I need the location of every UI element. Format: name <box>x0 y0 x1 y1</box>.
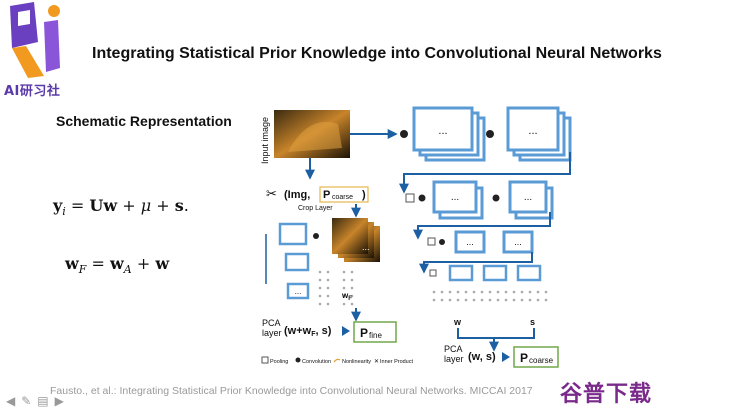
convolution-icon <box>400 130 408 138</box>
watermark: 谷普下载 <box>560 382 653 407</box>
slide-subtitle: Schematic Representation <box>56 113 232 129</box>
fc-dot-grid-left <box>318 270 354 306</box>
svg-text:Inner Product: Inner Product <box>380 359 413 365</box>
svg-text:layer: layer <box>262 328 282 338</box>
crop-function-prefix: (Img, <box>284 189 310 201</box>
conv-block-row4-2 <box>482 264 508 282</box>
arrow-right-icon[interactable]: ▶ <box>54 394 64 408</box>
svg-text:...: ... <box>362 242 370 252</box>
svg-text:Nonlinearity: Nonlinearity <box>342 359 371 365</box>
svg-text:coarse: coarse <box>529 356 554 365</box>
crop-layer-caption: Crop Layer <box>298 205 333 212</box>
pooling-icon <box>427 237 436 246</box>
input-image-label: Input image <box>260 117 270 164</box>
conv-block-row2-1: ... <box>432 180 484 220</box>
brand-logo <box>4 2 68 78</box>
convolution-icon <box>418 194 426 202</box>
convolution-icon <box>439 239 445 245</box>
svg-text:fine: fine <box>369 331 382 340</box>
node-s-right: s <box>530 317 535 327</box>
pencil-icon[interactable]: ✎ <box>21 394 32 408</box>
pca-left-output-box <box>353 321 397 343</box>
svg-text:✕: ✕ <box>374 359 379 365</box>
fc-dot-grid-right <box>432 290 548 302</box>
slide-controls: ◀ ✎ ▤ ▶ <box>6 394 64 408</box>
citation-text: Fausto., et al.: Integrating Statistical… <box>50 385 533 397</box>
node-wf: wF <box>341 291 352 302</box>
conv-block-left-1 <box>278 222 308 246</box>
svg-text:P: P <box>520 351 528 365</box>
conv-block-row4-1 <box>448 264 474 282</box>
arrow-left-icon[interactable]: ◀ <box>6 394 16 408</box>
conv-block-left-3 <box>286 282 310 300</box>
svg-text:...: ... <box>295 287 302 296</box>
scissors-icon: ✂ <box>266 186 277 201</box>
svg-text:...: ... <box>438 125 447 137</box>
svg-text:layer: layer <box>444 354 464 364</box>
svg-text:...: ... <box>524 192 532 203</box>
conv-block-left-2 <box>284 252 310 272</box>
conv-block-top-2: ... <box>506 106 572 162</box>
convolution-icon <box>492 194 500 202</box>
node-w-right: w <box>453 317 462 327</box>
svg-text:Pooling: Pooling <box>270 359 288 365</box>
slide-title: Integrating Statistical Prior Knowledge … <box>92 45 662 62</box>
svg-text:...: ... <box>528 125 537 137</box>
pooling-icon <box>429 269 437 277</box>
svg-text:P: P <box>360 326 368 340</box>
svg-text:PCA: PCA <box>444 344 463 354</box>
conv-block-row3-1 <box>454 230 486 254</box>
pca-right-output-box <box>513 346 559 368</box>
svg-text:coarse: coarse <box>332 194 353 201</box>
svg-text:Convolution: Convolution <box>302 359 331 365</box>
pooling-icon <box>405 193 415 203</box>
pca-right-args: (w, s) <box>468 351 496 363</box>
brand-logo-text: AI研习社 <box>4 84 61 99</box>
svg-text:...: ... <box>451 192 459 203</box>
menu-icon[interactable]: ▤ <box>37 394 49 408</box>
convolution-icon <box>313 233 319 239</box>
convolution-icon <box>486 130 494 138</box>
svg-text:P: P <box>323 189 330 201</box>
svg-text:...: ... <box>514 237 522 247</box>
conv-block-row3-2 <box>502 230 534 254</box>
figure-legend: Pooling Convolution Nonlinearity ✕ Inner… <box>261 356 413 365</box>
conv-block-row2-2: ... <box>508 180 554 220</box>
pca-left-args: (w+wF, s) <box>284 325 332 338</box>
conv-block-top-1: ... <box>412 106 486 162</box>
equation-weights: wF = wA + w <box>65 254 170 277</box>
equation-shape-model: yi = Uw + μ + s. <box>53 196 189 219</box>
network-schematic-figure: Input image ... ... ... ... ... ... <box>258 102 578 374</box>
svg-text:PCA: PCA <box>262 318 281 328</box>
cropped-image-stack: ... <box>332 218 380 262</box>
svg-text:...: ... <box>466 237 474 247</box>
svg-text:): ) <box>362 189 366 201</box>
conv-block-row4-3 <box>516 264 542 282</box>
